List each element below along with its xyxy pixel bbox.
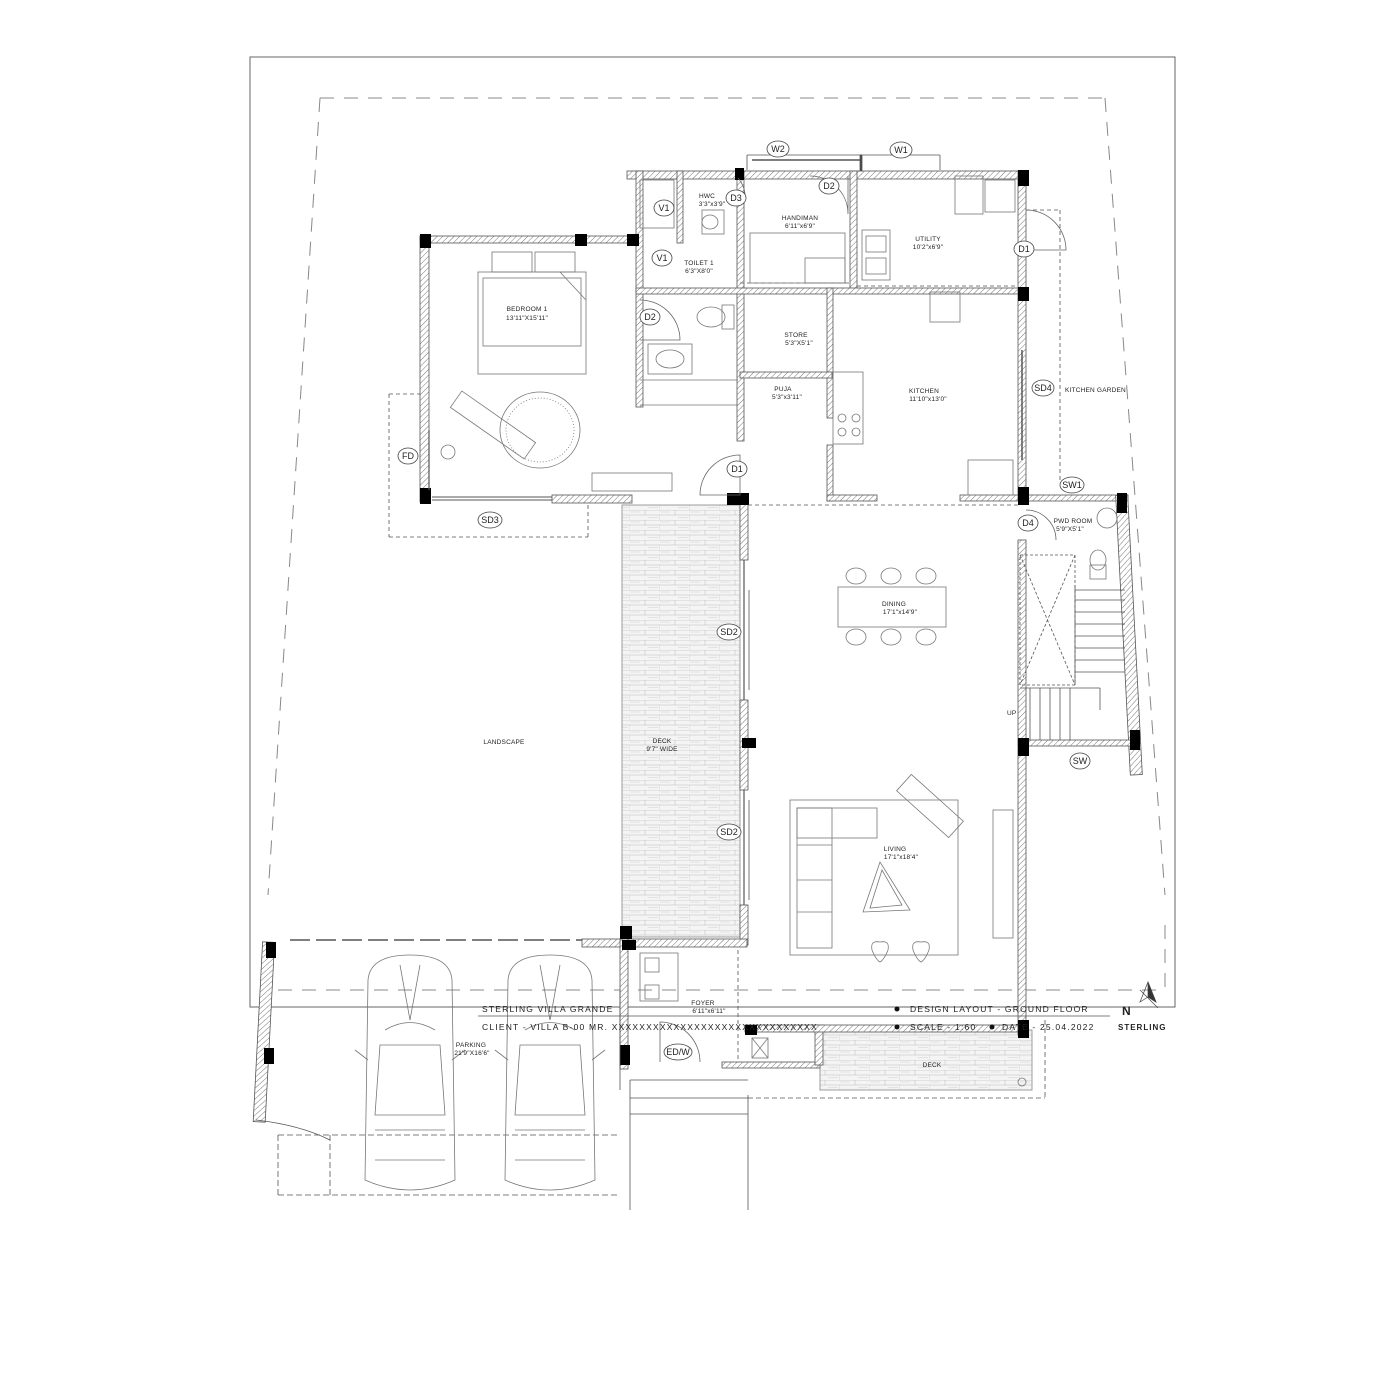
room-name-utility: UTILITY xyxy=(915,236,941,243)
sheet-title: DESIGN LAYOUT - GROUND FLOOR xyxy=(910,1004,1089,1014)
room-dim-hwc: 3'3"x3'9" xyxy=(699,201,726,208)
tag-v1-toilet: V1 xyxy=(651,249,673,267)
area-kitchen-garden: KITCHEN GARDEN xyxy=(1065,387,1126,394)
tag-edw: ED/W xyxy=(663,1043,693,1061)
room-name-puja: PUJA xyxy=(774,386,792,393)
svg-text:D1: D1 xyxy=(731,464,743,474)
room-name-bedroom1: BEDROOM 1 xyxy=(507,306,548,313)
room-dim-store: 5'3"X5'1" xyxy=(785,340,813,347)
site-boundary xyxy=(267,97,1166,991)
scale-text: SCALE - 1:60 xyxy=(910,1022,976,1032)
tag-d2-handiman: D2 xyxy=(818,177,840,195)
room-dim-utility: 10'2"x6'9" xyxy=(913,244,944,251)
parking-cars xyxy=(354,954,606,1191)
svg-text:SD4: SD4 xyxy=(1034,383,1052,393)
window-lines xyxy=(255,154,1125,1210)
room-labels: BEDROOM 1 13'11"X15'11" TOILET 1 6'3"X8'… xyxy=(454,193,1126,1069)
furniture xyxy=(440,175,1118,1087)
tag-sd2-lower: SD2 xyxy=(716,823,742,841)
svg-text:D2: D2 xyxy=(823,181,835,191)
tag-d3: D3 xyxy=(725,189,747,207)
svg-text:V1: V1 xyxy=(656,253,667,263)
date-text: DATE - 25.04.2022 xyxy=(1002,1022,1095,1032)
room-dim-puja: 5'3"x3'11" xyxy=(772,394,802,401)
tag-w1: W1 xyxy=(889,141,913,159)
project-name: STERLING VILLA GRANDE xyxy=(482,1004,613,1014)
svg-text:D3: D3 xyxy=(730,193,742,203)
svg-text:D1: D1 xyxy=(1018,244,1030,254)
tag-sw1: SW1 xyxy=(1059,476,1085,494)
room-dim-dining: 17'1"x14'9" xyxy=(883,609,918,616)
tag-d2-toilet: D2 xyxy=(639,308,661,326)
svg-text:W1: W1 xyxy=(894,145,908,155)
svg-text:SW1: SW1 xyxy=(1062,480,1082,490)
room-name-hwc: HWC xyxy=(699,193,715,200)
svg-text:D2: D2 xyxy=(644,312,656,322)
north-label: N xyxy=(1122,1004,1131,1018)
room-dim-bedroom1: 13'11"X15'11" xyxy=(506,315,548,322)
tag-sd3: SD3 xyxy=(477,511,503,529)
room-name-store: STORE xyxy=(784,332,808,339)
client-line: CLIENT - VILLA B-00 MR. XXXXXXXXXXXXXXXX… xyxy=(482,1022,818,1032)
tag-d1-utility: D1 xyxy=(1013,240,1035,258)
room-dim-toilet1: 6'3"X8'0" xyxy=(685,268,713,275)
svg-text:V1: V1 xyxy=(658,203,669,213)
room-dim-deck-side: 9'7" WIDE xyxy=(646,746,678,753)
room-name-pwd: PWD ROOM xyxy=(1054,518,1093,525)
room-name-handiman: HANDIMAN xyxy=(782,215,818,222)
room-dim-parking: 21'9"X16'6" xyxy=(454,1050,490,1057)
tag-sw: SW xyxy=(1069,752,1091,770)
tag-v1-hwc: V1 xyxy=(653,199,675,217)
tag-w2: W2 xyxy=(766,140,790,158)
room-name-deck-side: DECK xyxy=(653,738,672,745)
svg-text:SD2: SD2 xyxy=(720,627,738,637)
north-arrow-icon xyxy=(1139,981,1159,1009)
svg-text:ED/W: ED/W xyxy=(666,1047,690,1057)
walls xyxy=(252,170,1143,1123)
room-name-foyer: FOYER xyxy=(691,1000,714,1007)
columns xyxy=(264,168,1140,1065)
room-name-parking: PARKING xyxy=(456,1042,486,1049)
tag-d4: D4 xyxy=(1017,514,1039,532)
room-dim-foyer: 6'11"x6'11" xyxy=(692,1008,726,1015)
opening-tags: W2 W1 D2 D3 V1 V1 D1 D2 SD4 FD D1 SD3 SW… xyxy=(397,140,1091,1061)
svg-text:D4: D4 xyxy=(1022,518,1034,528)
room-dim-kitchen: 11'10"x13'0" xyxy=(909,396,947,403)
sheet-border xyxy=(249,56,1176,1008)
room-dim-pwd: 5'9"X5'1" xyxy=(1056,526,1084,533)
svg-text:FD: FD xyxy=(402,451,414,461)
tag-sd2-upper: SD2 xyxy=(716,623,742,641)
room-name-toilet1: TOILET 1 xyxy=(684,260,714,267)
title-block: STERLING VILLA GRANDE CLIENT - VILLA B-0… xyxy=(478,981,1166,1032)
stair-up-label: UP xyxy=(1007,710,1016,717)
room-name-dining: DINING xyxy=(882,601,906,608)
tag-fd: FD xyxy=(397,447,419,465)
area-landscape: LANDSCAPE xyxy=(483,739,525,746)
tag-sd4: SD4 xyxy=(1031,379,1055,397)
room-name-deck-front: DECK xyxy=(923,1062,942,1069)
brand-logo: STERLING xyxy=(1118,1023,1166,1032)
room-name-kitchen: KITCHEN xyxy=(909,388,939,395)
svg-text:SW: SW xyxy=(1073,756,1088,766)
room-dim-handiman: 6'11"x6'9" xyxy=(785,223,815,230)
room-dim-living: 17'1"x18'4" xyxy=(884,854,919,861)
side-deck-floor xyxy=(621,504,741,938)
svg-text:W2: W2 xyxy=(771,144,785,154)
svg-text:SD2: SD2 xyxy=(720,827,738,837)
front-deck-floor xyxy=(819,1029,1033,1091)
room-name-living: LIVING xyxy=(884,846,907,853)
svg-text:SD3: SD3 xyxy=(481,515,499,525)
tag-d1-bedroom: D1 xyxy=(726,460,748,478)
